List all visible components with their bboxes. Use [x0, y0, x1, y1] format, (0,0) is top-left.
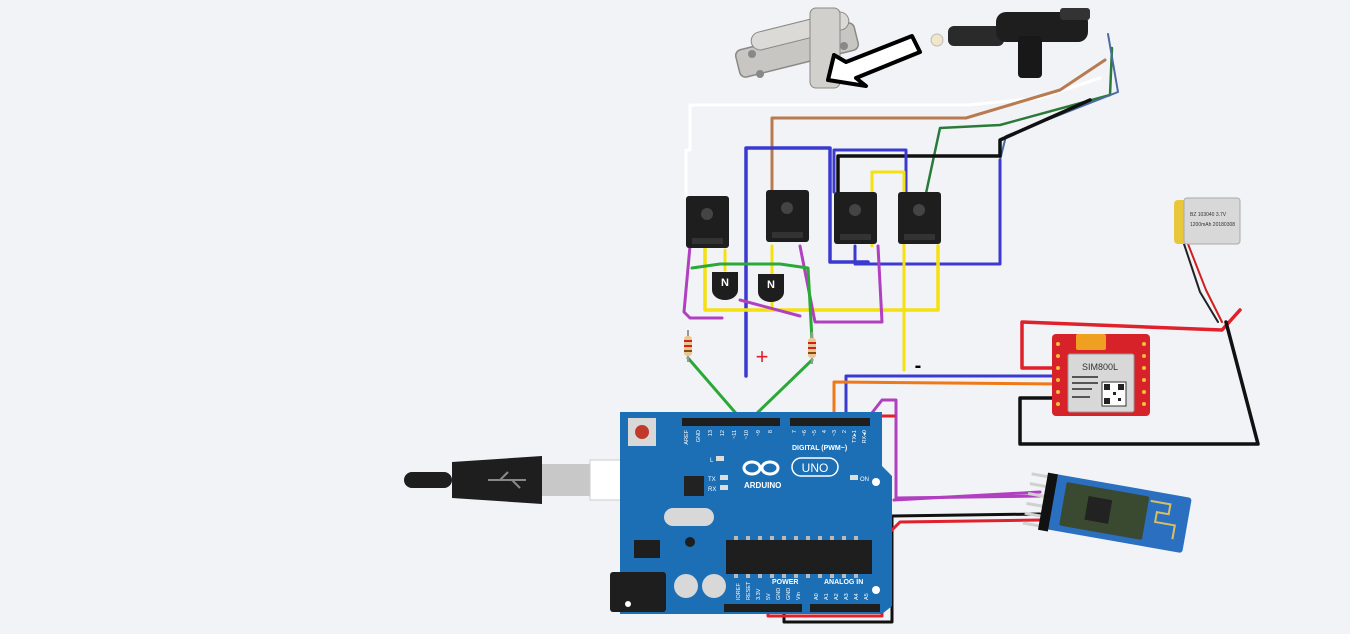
wire-green-1	[690, 262, 814, 342]
pin-label: ~10	[744, 430, 750, 439]
wire-white-lock	[684, 76, 1102, 198]
arduino-uno-board: AREF GND 13 12 ~11 ~10 ~9 8 7 ~6 ~5 4 ~3 2 TX▸1 RX◂0 IO…	[610, 412, 892, 614]
wire-black-gsm	[1018, 320, 1260, 446]
pin-label: 4	[822, 430, 828, 433]
pin-label: 13	[708, 430, 714, 436]
lipo-battery: BZ 103040 3.7V 1200mAh 20180308	[1174, 197, 1241, 245]
transistor-1-label: N	[721, 277, 729, 289]
wire-purple-bt-2	[892, 490, 1042, 502]
transistor-1: N	[712, 272, 738, 300]
pin-label: RX◂0	[862, 430, 868, 443]
pin-label: 2	[842, 430, 848, 433]
relay-4	[898, 192, 941, 244]
gsm-model-label: SIM800L	[1082, 362, 1118, 372]
wire-black-lock	[836, 98, 1092, 194]
wire-brown-lock	[770, 58, 1107, 194]
wire-blue-relay-3	[853, 158, 1002, 266]
power-header-label: POWER	[772, 579, 798, 586]
pin-label: A3	[844, 593, 850, 600]
pin-label: 5V	[766, 593, 772, 600]
pin-label: 3.3V	[756, 588, 762, 600]
plus-label: +	[756, 344, 769, 369]
pin-label: ~5	[812, 430, 818, 436]
pin-label: A5	[864, 593, 870, 600]
pin-label: A1	[824, 593, 830, 600]
analog-header-label: ANALOG IN	[824, 579, 863, 586]
pin-label: 12	[720, 430, 726, 436]
door-latch-image	[734, 7, 860, 89]
arduino-model: UNO	[802, 461, 829, 475]
relay-2	[766, 190, 809, 242]
pin-label: ~11	[732, 430, 738, 439]
usb-cable	[404, 456, 659, 504]
relay-1	[686, 196, 729, 248]
wire-battery-black	[1183, 243, 1219, 323]
pin-label: ~6	[802, 430, 808, 436]
pin-label: RESET	[746, 581, 752, 600]
pin-label: 8	[768, 430, 774, 433]
arduino-brand: ARDUINO	[744, 481, 781, 490]
usb-icon	[488, 471, 526, 489]
pin-label: Vin	[796, 592, 802, 600]
led-rx-label: RX	[708, 487, 716, 493]
battery-line2: 1200mAh 20180308	[1190, 222, 1235, 228]
top-pin-labels: AREF GND 13 12 ~11 ~10 ~9 8 7 ~6 ~5 4 ~3 2 TX▸1 RX◂0	[684, 429, 868, 444]
wire-green-3	[750, 358, 814, 420]
wire-battery-red	[1187, 243, 1223, 323]
transistor-2-label: N	[767, 279, 775, 291]
wire-yellow-1	[703, 244, 940, 312]
wire-blue-relay-1	[744, 146, 870, 378]
pin-label: ~3	[832, 430, 838, 436]
wire-green-2	[686, 356, 742, 420]
pin-label: GND	[786, 588, 792, 600]
digital-header-label: DIGITAL (PWM~)	[792, 445, 847, 452]
wire-green-lock	[914, 46, 1114, 242]
pin-label: IOREF	[736, 583, 742, 600]
wire-blue-gsm	[844, 374, 1060, 420]
relay-module-group	[686, 190, 941, 248]
wire-orange-gsm	[832, 380, 1062, 422]
pin-label: 7	[792, 430, 798, 433]
pin-label: GND	[696, 430, 702, 442]
pin-label: A2	[834, 593, 840, 600]
pin-label: TX▸1	[852, 430, 858, 443]
arrow-icon	[826, 34, 922, 88]
lock-actuator-image	[930, 8, 1090, 78]
bluetooth-module	[1022, 472, 1192, 553]
led-l-label: L	[710, 458, 714, 464]
resistor-2	[808, 332, 816, 364]
pin-label: GND	[776, 588, 782, 600]
led-tx-label: TX	[708, 477, 716, 483]
gsm-module: SIM800L	[1052, 334, 1150, 416]
battery-line1: BZ 103040 3.7V	[1190, 212, 1227, 218]
led-on-label: ON	[860, 477, 869, 483]
analog-pin-labels: A0 A1 A2 A3 A4 A5	[814, 593, 870, 600]
wire-purple-1	[682, 244, 724, 320]
pin-label: A0	[814, 593, 820, 600]
pin-label: AREF	[684, 429, 690, 444]
arduino-logo	[742, 460, 780, 476]
wire-blue-relay-2	[832, 148, 908, 194]
relay-3	[834, 192, 877, 244]
power-pin-labels: IOREF RESET 3.3V 5V GND GND Vin	[736, 581, 802, 600]
pin-label: A4	[854, 593, 860, 600]
resistor-1	[684, 330, 692, 362]
pin-label: ~9	[756, 430, 762, 436]
wire-purple-3	[738, 298, 802, 318]
transistor-2: N	[758, 274, 784, 302]
minus-label: -	[915, 355, 922, 377]
